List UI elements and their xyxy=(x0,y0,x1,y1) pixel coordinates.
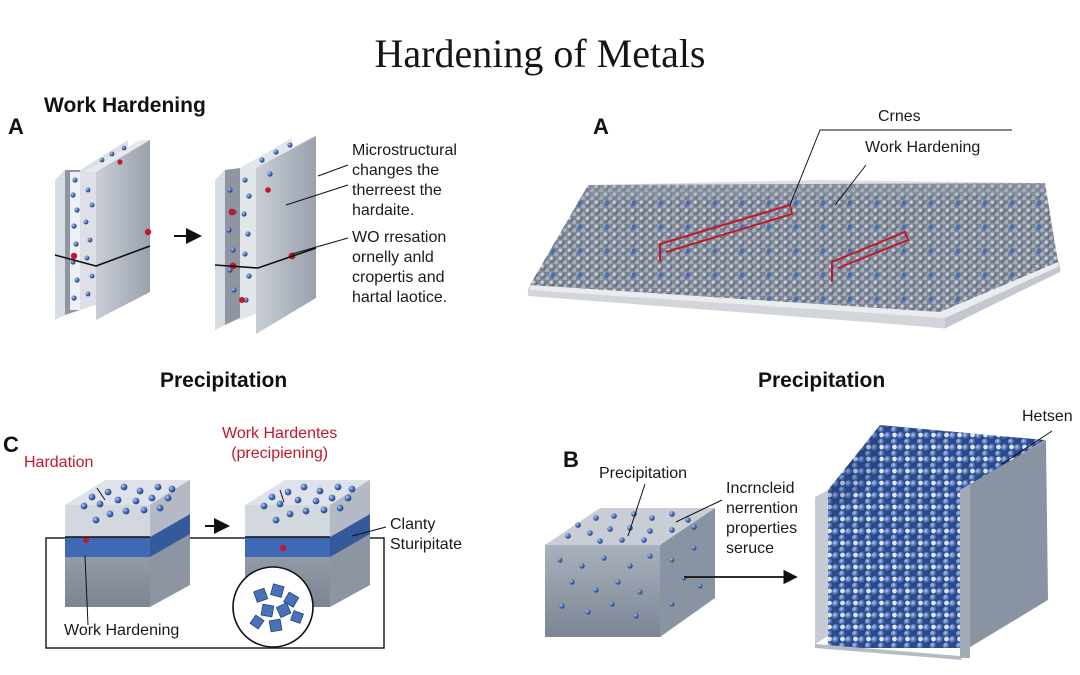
label-line: Work Hardentes xyxy=(222,425,338,442)
annotation-line: WO rresation xyxy=(352,229,447,246)
label-line: properties xyxy=(726,520,798,537)
label-line: nerrention xyxy=(726,500,799,517)
panel-letter-b: B xyxy=(563,447,579,472)
outline-frame xyxy=(45,537,385,649)
heading-work-hardening: Work Hardening xyxy=(44,94,206,117)
panel-letter-c: C xyxy=(3,432,19,457)
label-hardation: Hardation xyxy=(24,454,94,471)
label-line: Clanty xyxy=(390,516,436,533)
label-work-hardentes: Work Hardentes (precipiening) xyxy=(222,424,337,464)
heading-precipitation-right: Precipitation xyxy=(758,369,886,392)
panel-letter-a: A xyxy=(8,114,24,139)
page-title: Hardening of Metals xyxy=(374,31,706,76)
precipitate-block-before xyxy=(65,480,190,607)
annotation-rresation: WO rresation ornelly anld cropertis and … xyxy=(352,228,447,308)
precipitate-magnifier xyxy=(232,566,314,648)
label-line: (precipiening) xyxy=(231,445,329,462)
annotation-line: Microstructural xyxy=(352,142,457,159)
annotation-line: hartal laotice. xyxy=(352,289,448,306)
panel-letter-a-right: A xyxy=(593,114,609,139)
annotation-microstructural: Microstructural changes the therreest th… xyxy=(352,141,457,221)
annotation-line: ornelly anld xyxy=(352,249,434,266)
label-work-hardening-bottom: Work Hardening xyxy=(64,622,180,639)
annotation-line: cropertis and xyxy=(352,269,445,286)
label-line: seruce xyxy=(726,540,775,557)
packed-particle-container xyxy=(815,425,1048,660)
label-incrncleid: Incrncleid nerrention properties seruce xyxy=(726,479,798,559)
label-hetsen: Hetsen xyxy=(1022,408,1073,425)
annotation-line: changes the xyxy=(352,162,440,179)
plate-after xyxy=(214,136,317,334)
label-work-hardening-right: Work Hardening xyxy=(865,139,981,156)
plate-before xyxy=(54,140,152,320)
crystal-lattice-slab xyxy=(527,180,1061,329)
label-clanty: Clanty Sturipitate xyxy=(390,515,462,555)
label-line: Incrncleid xyxy=(726,480,795,497)
precipitate-cube xyxy=(545,508,715,637)
annotation-line: therreest the xyxy=(352,182,442,199)
label-precipitation-block: Precipitation xyxy=(599,465,688,482)
label-crnes: Crnes xyxy=(878,108,921,125)
heading-precipitation-left: Precipitation xyxy=(160,369,288,392)
annotation-line: hardaite. xyxy=(352,202,415,219)
label-line: Sturipitate xyxy=(390,536,463,553)
